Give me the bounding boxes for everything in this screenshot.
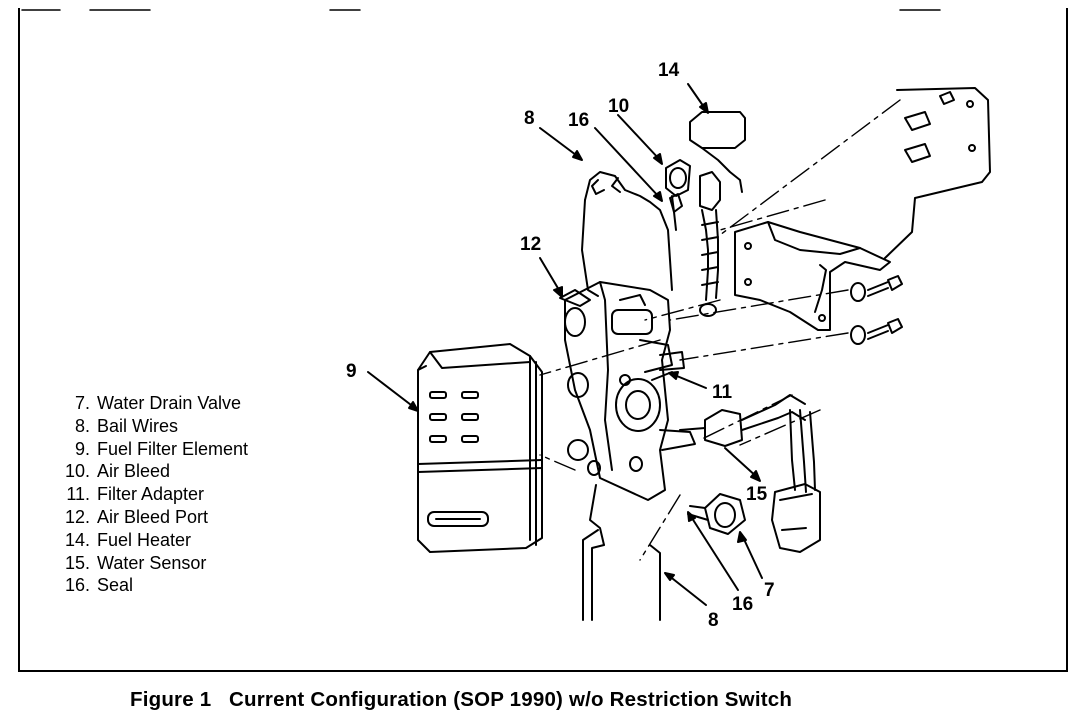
legend-label: Seal — [97, 575, 134, 596]
callout-8-top: 8 — [524, 108, 535, 129]
legend-number: 16. — [64, 575, 90, 596]
air-bleed — [618, 115, 690, 212]
legend-number: 11. — [66, 484, 90, 505]
legend-number: 8. — [74, 415, 90, 436]
legend-item: 12. Air Bleed Port — [42, 506, 248, 529]
legend-label: Air Bleed Port — [97, 506, 209, 527]
fuel-filter-element — [418, 344, 542, 552]
leader-lines — [368, 128, 738, 605]
legend-number: 10. — [64, 461, 90, 482]
legend-number: 15. — [64, 552, 90, 573]
callout-16-top: 16 — [568, 110, 589, 131]
legend-item: 10. Air Bleed — [42, 460, 248, 483]
legend-label: Water Sensor — [97, 552, 207, 573]
bail-wire-top — [582, 172, 672, 296]
legend-number: 9. — [74, 438, 90, 459]
callout-16-bottom: 16 — [732, 594, 753, 615]
fuel-heater — [688, 84, 745, 316]
mounting-bolts — [851, 276, 902, 344]
legend-number: 12. — [64, 506, 90, 527]
callout-11: 11 — [712, 382, 733, 403]
legend-item: 14. Fuel Heater — [42, 529, 248, 552]
legend-label: Fuel Heater — [97, 529, 192, 550]
water-drain-valve — [688, 494, 762, 578]
legend-item: 11. Filter Adapter — [42, 483, 248, 506]
legend-label: Filter Adapter — [97, 484, 205, 505]
filter-adapter — [565, 282, 695, 500]
callout-8-bottom: 8 — [708, 610, 719, 631]
callout-9: 9 — [346, 361, 357, 382]
callout-14: 14 — [658, 60, 680, 81]
legend-item: 7. Water Drain Valve — [42, 392, 248, 415]
figure-frame — [18, 8, 1068, 672]
legend-label: Water Drain Valve — [97, 393, 242, 413]
callout-15: 15 — [746, 484, 768, 505]
callout-12: 12 — [520, 234, 541, 255]
parts-legend: 7. Water Drain Valve 8. Bail Wires 9. Fuel … — [42, 392, 248, 597]
alignment-lines — [540, 100, 900, 560]
legend-item: 8. Bail Wires — [42, 415, 248, 438]
figure-caption: Figure 1 Current Configuration (SOP 1990… — [130, 688, 793, 711]
callout-10: 10 — [608, 96, 629, 117]
legend-label: Bail Wires — [97, 415, 179, 436]
legend-number: 14. — [64, 529, 90, 550]
water-sensor — [680, 395, 820, 552]
legend-item: 9. Fuel Filter Element — [42, 438, 248, 461]
air-bleed-port — [540, 258, 590, 306]
legend-label: Fuel Filter Element — [97, 438, 249, 459]
bail-wire-bottom — [583, 485, 660, 620]
callout-7: 7 — [764, 580, 775, 601]
legend-label: Air Bleed — [97, 461, 171, 482]
legend-number: 7. — [74, 393, 90, 413]
legend-item: 16. Seal — [42, 574, 248, 597]
legend-item: 15. Water Sensor — [42, 552, 248, 575]
mounting-bracket — [735, 88, 990, 330]
